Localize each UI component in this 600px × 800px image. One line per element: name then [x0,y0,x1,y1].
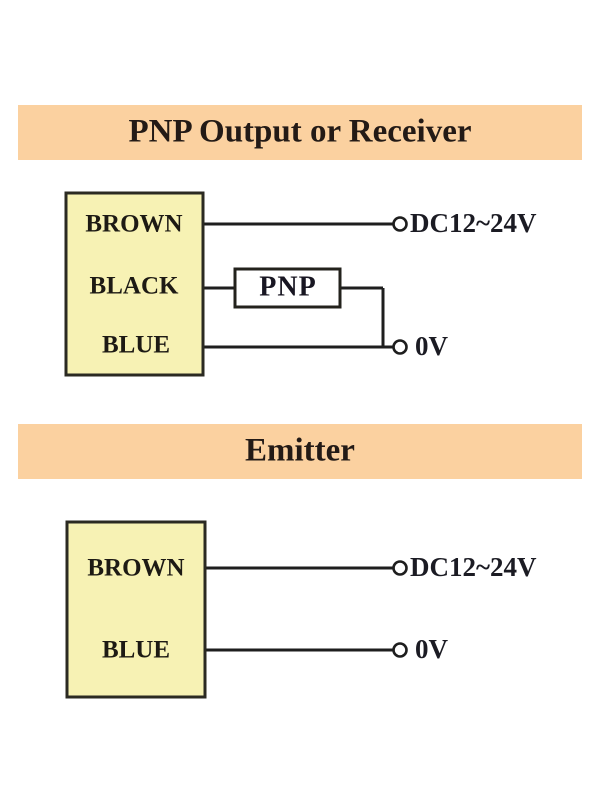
terminal-label-dc-pnp: DC12~24V [410,208,537,238]
pnp-component-box [233,267,342,309]
section-pnp-output-or-receiver: PNP Output or Receiver BROWN BLACK BLUE … [18,105,582,377]
terminal-circle-icon-dc-emitter [392,560,408,576]
section-title-emitter: Emitter [245,433,355,469]
wire-label-brown-pnp: BROWN [85,211,182,238]
sensor-box-emitter [65,520,207,699]
wire-label-blue-emitter: BLUE [102,637,170,664]
terminal-circle-icon-0v-emitter [392,642,408,658]
terminal-label-0v-emitter: 0V [415,634,449,664]
terminal-label-0v-pnp: 0V [415,331,449,361]
section-banner-pnp [18,105,582,160]
terminal-circle-icon-0v-pnp [392,339,408,355]
section-banner-emitter [18,424,582,479]
sensor-box-pnp [64,191,205,377]
terminal-label-dc-emitter: DC12~24V [410,552,537,582]
terminal-circle-icon-dc-pnp [392,216,408,232]
wire-label-black-pnp: BLACK [90,273,179,300]
pnp-component-label: PNP [259,271,316,302]
wire-label-brown-emitter: BROWN [87,555,184,582]
wire-label-blue-pnp: BLUE [102,332,170,359]
section-emitter: Emitter BROWN BLUE DC12~24V 0V [18,424,582,699]
section-title-pnp: PNP Output or Receiver [128,114,471,150]
